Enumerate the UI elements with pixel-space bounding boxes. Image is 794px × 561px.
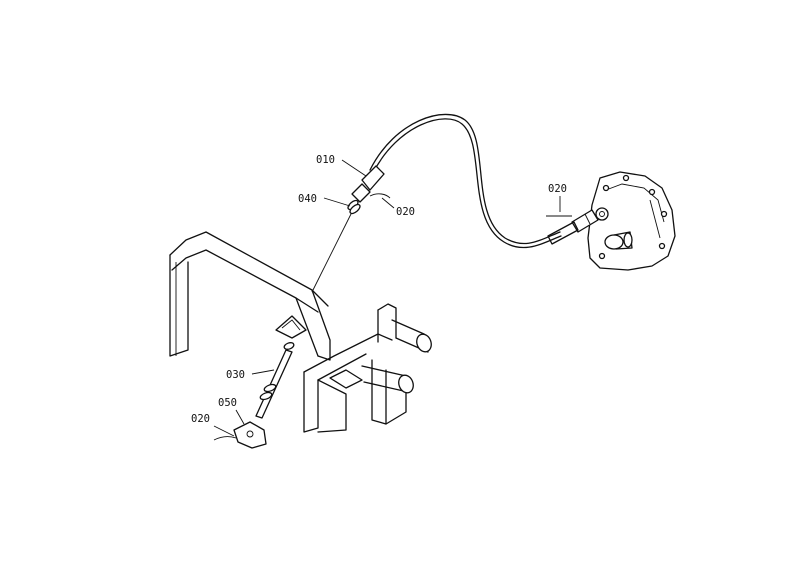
transmission-housing [547,171,676,271]
callout-010: 010 [316,154,335,166]
control-cable [311,113,562,293]
mounting-bracket [303,303,432,433]
callout-030: 030 [226,369,245,381]
callout-020-bottom: 020 [191,413,210,425]
callout-040: 040 [298,193,317,205]
callout-020-top: 020 [396,206,415,218]
callout-020-right: 020 [548,183,567,195]
frame-fender [169,231,331,361]
cable-end-upper [347,165,391,215]
lever-assembly [213,342,295,449]
callout-leaders [213,159,572,437]
callout-050: 050 [218,397,237,409]
